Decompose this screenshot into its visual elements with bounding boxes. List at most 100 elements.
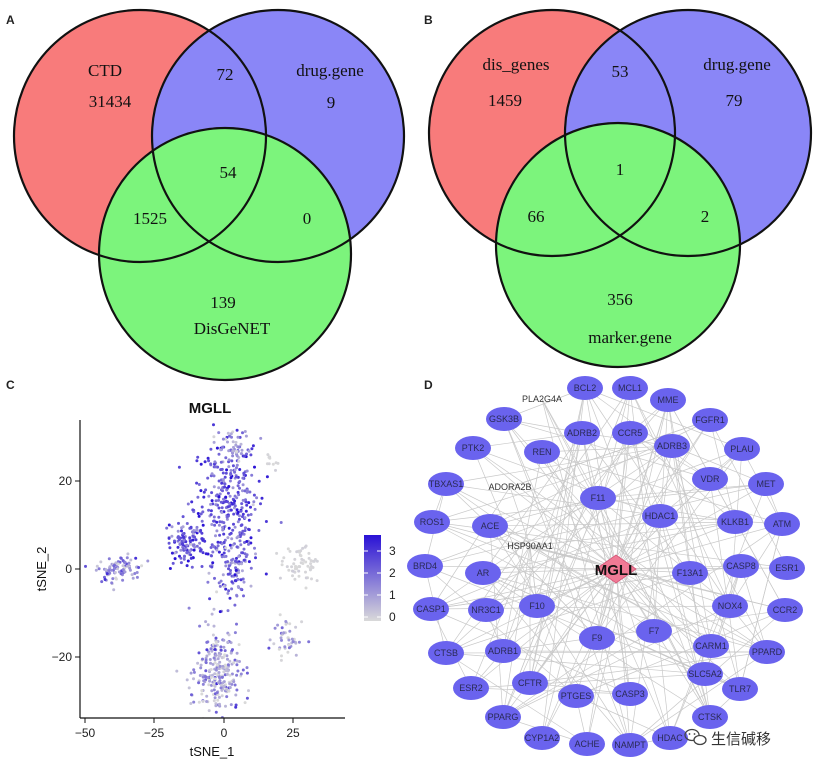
network-node-label: PPARG [488,712,519,722]
tsne-point [230,580,234,584]
tsne-point [226,536,230,540]
network-edge [489,521,736,527]
tsne-point [227,549,231,553]
tsne-point [94,568,98,572]
tsne-point [239,578,243,582]
network-edge [541,387,631,739]
tsne-point [217,486,221,490]
tsne-point [233,504,237,508]
tsne-point [222,555,226,559]
network-node-label: SLC5A2 [688,669,722,679]
tsne-point [217,671,221,674]
tsne-point [222,540,226,544]
tsne-point [189,702,193,705]
tsne-point [210,472,214,476]
network-node-label: AR [477,568,490,578]
tsne-point [123,570,127,574]
network-edge [529,521,736,547]
tsne-point [105,572,109,576]
hub-label: MGLL [595,562,638,579]
tsne-point [231,440,235,444]
tsne-point [206,623,210,627]
tsne-point [176,536,180,539]
tsne-point [235,622,238,626]
tsne-point [201,551,205,555]
tsne-point [245,696,249,700]
tsne-point [249,566,253,570]
network-edge [482,572,631,746]
tsne-point [218,664,222,668]
tsne-point [199,666,203,670]
tsne-point [173,557,177,561]
tsne-point [212,682,215,686]
tsne-point [225,654,229,658]
tsne-point [287,646,291,650]
panel-b-letter: B [424,13,433,27]
network-node: CCR5 [612,421,648,445]
tsne-point [235,475,238,479]
tsne-point [189,525,193,529]
tsne-point [232,661,236,665]
network-node-label: NR3C1 [471,605,501,615]
network-edge [541,451,671,739]
tsne-point [222,521,226,525]
panel-a: A CTD 31434 drug.gene 9 72 54 1525 0 139… [6,8,406,382]
venn-a-only-1: 31434 [89,92,132,111]
tsne-point [233,573,237,577]
tsne-point [288,549,292,553]
tsne-point [127,561,131,565]
network-node: PLAU [724,437,760,461]
tsne-point [224,704,227,708]
tsne-point [245,503,249,507]
tsne-point [205,640,209,644]
tsne-ytick-20: 20 [59,474,73,488]
network-node: ADORA2B [488,482,531,492]
tsne-point [131,576,135,580]
tsne-point [214,710,218,714]
network-node: VDR [692,467,728,491]
tsne-point [220,555,224,559]
tsne-point [225,695,229,699]
network-edge [575,609,786,697]
tsne-point [230,672,234,676]
tsne-point [180,529,183,533]
network-edge [615,419,711,570]
network-node: PPARD [749,640,785,664]
tsne-point [277,647,281,651]
tsne-point [290,565,294,569]
tsne-point [192,677,195,681]
tsne-point [237,493,241,497]
tsne-point [210,491,214,495]
tsne-point [221,681,225,685]
tsne-point [228,543,232,547]
tsne-ytick-neg20: −20 [52,650,73,664]
tsne-point [211,662,215,666]
tsne-point [209,509,213,513]
network-node-label: MET [757,479,777,489]
tsne-point [304,586,308,590]
tsne-point [234,705,238,709]
tsne-point [108,565,112,569]
network-edge [430,515,661,610]
venn-a-only-3: 139 [210,293,236,312]
tsne-point [192,668,196,672]
network-edge [581,432,691,574]
network-node-label: CCR2 [773,605,798,615]
tsne-point [233,683,237,687]
tsne-point [222,670,226,674]
tsne-point [215,446,219,450]
tsne-point [167,523,171,527]
venn-a-label-3: DisGeNET [194,319,271,338]
network-edge [502,568,617,652]
tsne-point [236,510,240,514]
tsne-point [267,646,271,650]
network-edge [502,605,731,718]
network-node: BRD4 [407,554,443,578]
network-node-label: PTK2 [462,443,485,453]
tsne-point [217,495,221,499]
tsne-point [181,525,185,529]
network-node: TBXAS1 [428,472,464,496]
tsne-point [234,568,238,572]
tsne-point [234,443,238,447]
tsne-point [201,699,205,703]
